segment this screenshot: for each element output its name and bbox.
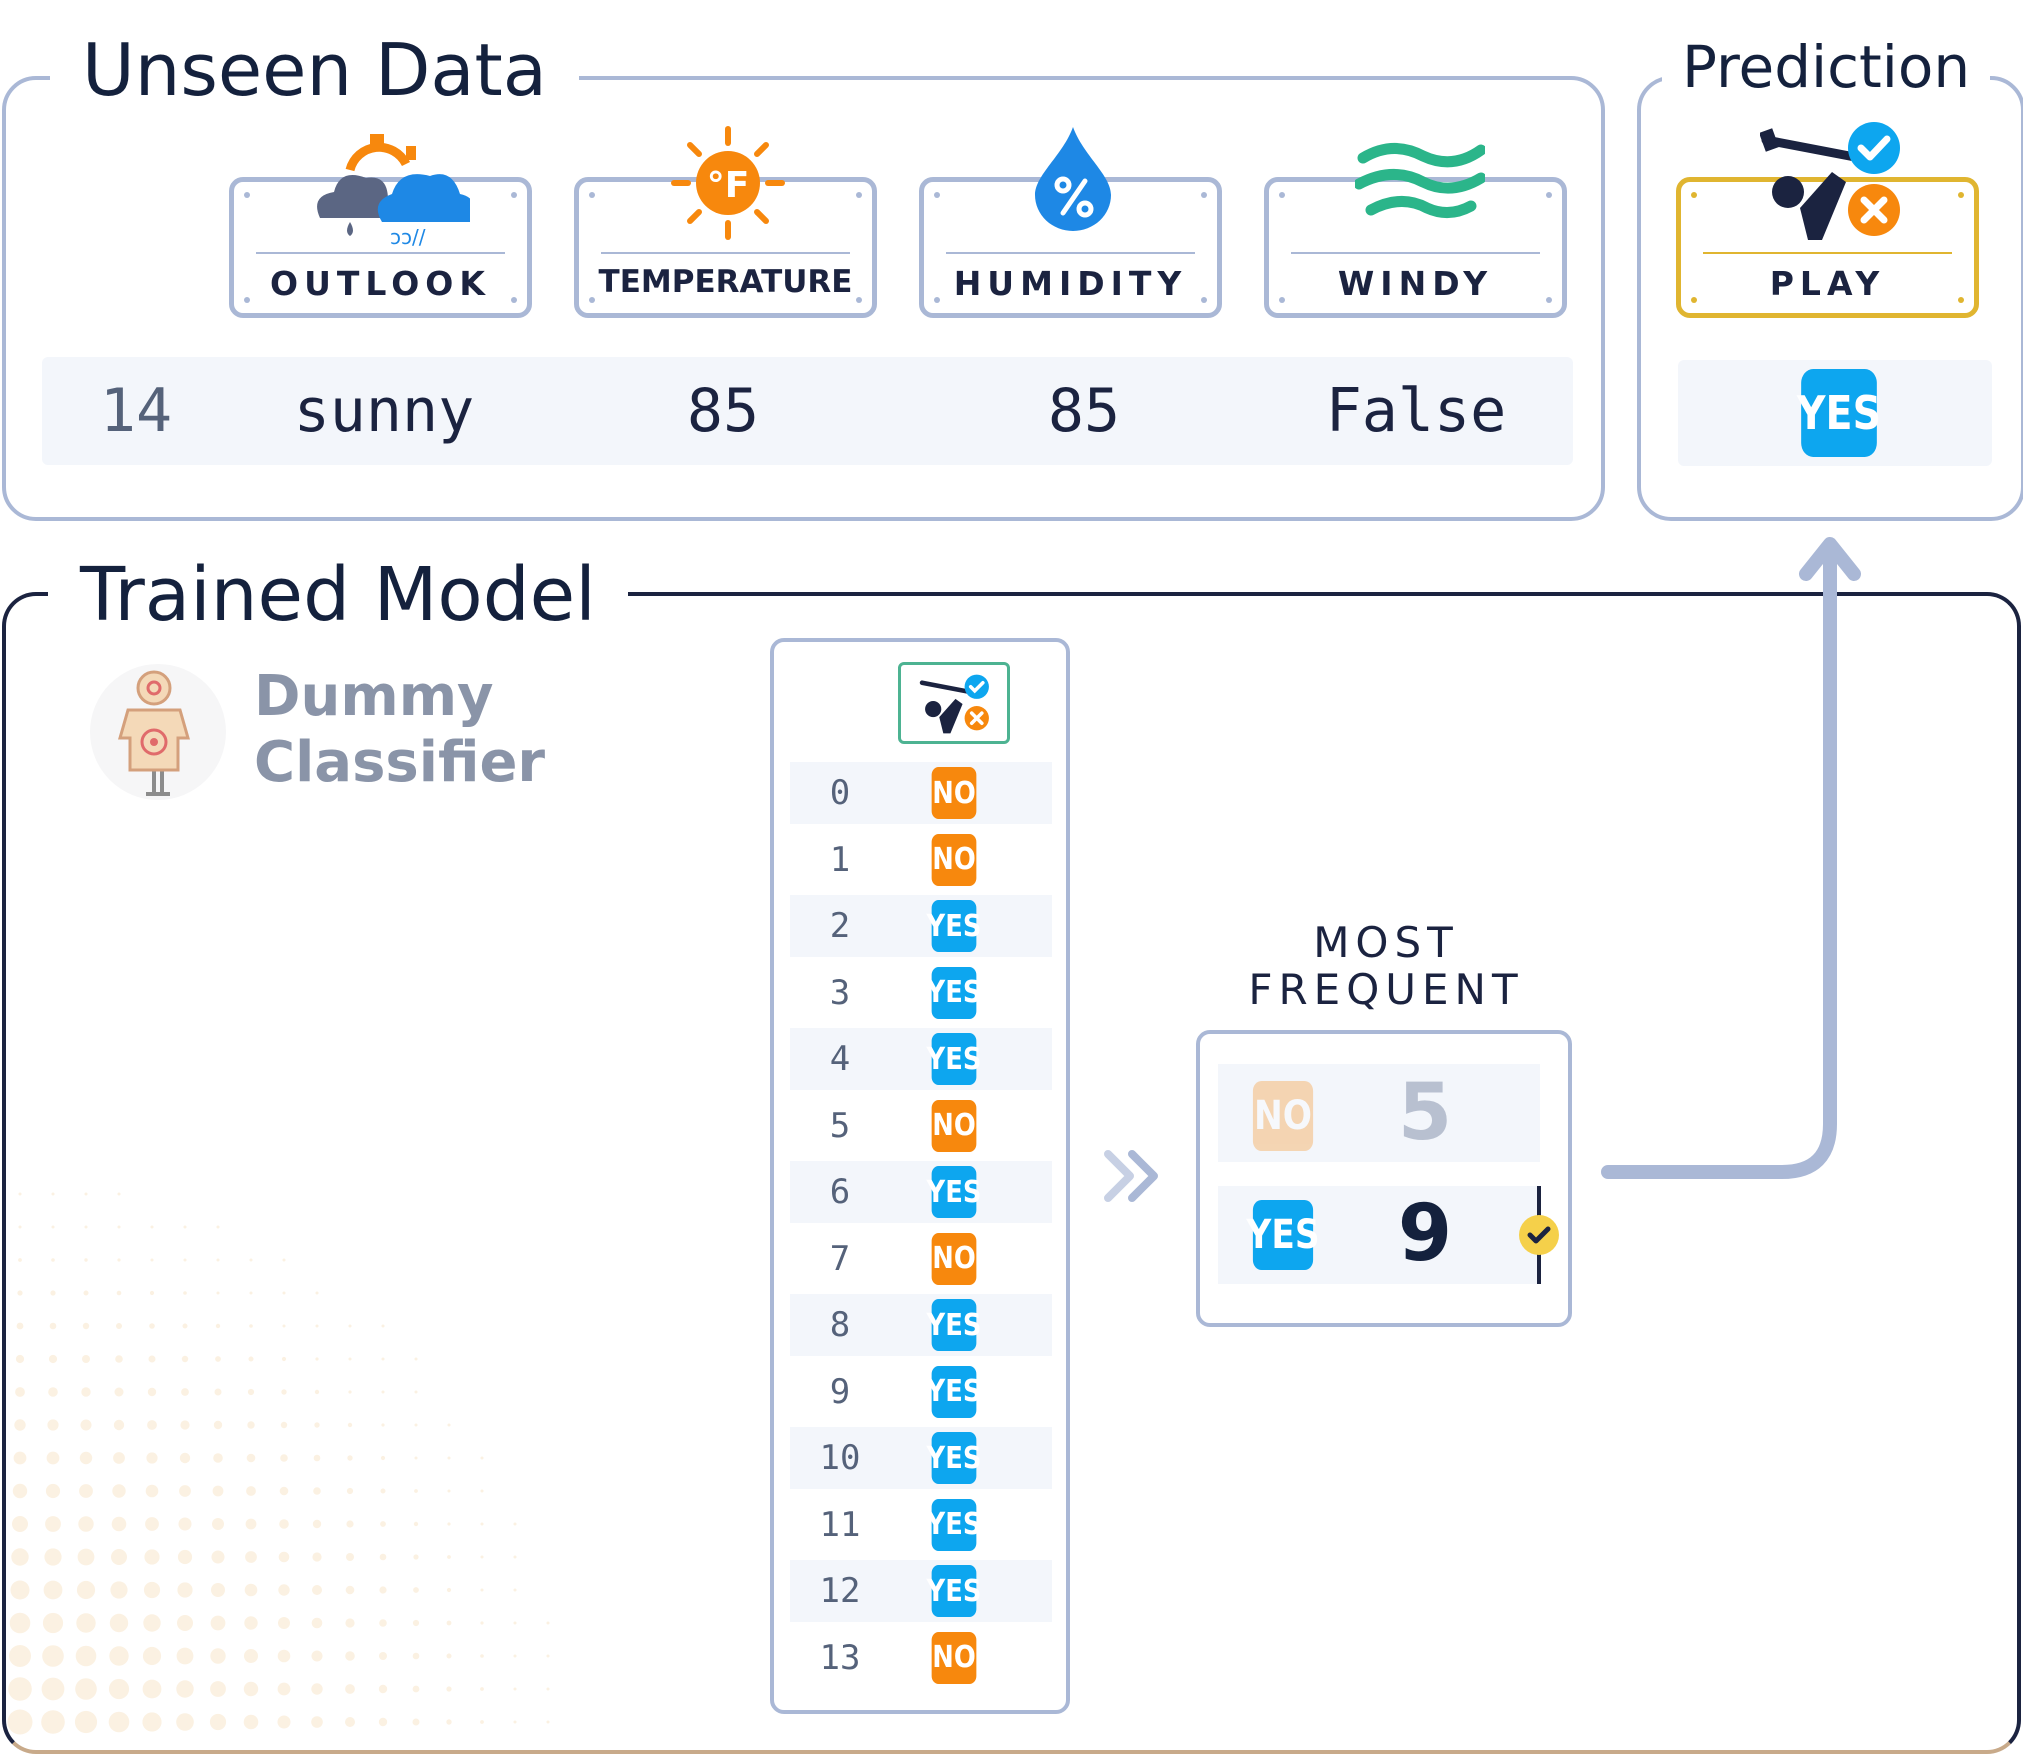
training-label-row: 2 YES	[790, 895, 1052, 957]
training-label-index: 10	[819, 1438, 861, 1478]
thermometer-sun-icon: °F	[671, 126, 785, 240]
training-label-index: 9	[829, 1371, 851, 1412]
training-label-row: 1 NO	[790, 829, 1052, 891]
training-label-row: 11 YES	[790, 1494, 1052, 1556]
svg-text:°F: °F	[707, 165, 750, 206]
training-label-badge: NO	[931, 1232, 977, 1285]
training-label-row: 3 YES	[790, 962, 1052, 1024]
row-outlook: sunny	[293, 376, 475, 446]
unseen-data-panel	[2, 76, 1605, 521]
training-label-index: 2	[829, 906, 851, 946]
training-label-index: 12	[819, 1571, 861, 1611]
selected-check-icon	[1519, 1215, 1559, 1255]
feature-label-humidity: HUMIDITY	[953, 264, 1188, 303]
training-label-badge: YES	[927, 1565, 981, 1617]
training-label-badge: NO	[931, 767, 977, 819]
svg-text:ↄↄ//: ↄↄ//	[390, 225, 426, 246]
training-label-index: 11	[819, 1504, 861, 1545]
most-frequent-label-line2: FREQUENT	[1248, 965, 1524, 1014]
count-row-no	[1218, 1064, 1540, 1162]
training-label-badge: YES	[927, 900, 981, 952]
training-label-index: 8	[829, 1305, 851, 1345]
unseen-data-title: Unseen Data	[50, 34, 579, 106]
flow-arrow	[1601, 537, 1861, 1179]
training-label-index: 6	[829, 1172, 851, 1212]
row-index: 14	[99, 376, 173, 446]
training-label-row: 8 YES	[790, 1294, 1052, 1356]
feature-label-temperature: TEMPERATURE	[598, 264, 853, 300]
prediction-value-badge: YES	[1797, 369, 1881, 457]
training-label-index: 1	[829, 839, 851, 880]
training-label-row: 7 NO	[790, 1228, 1052, 1290]
training-label-badge: NO	[931, 1099, 977, 1152]
training-label-badge: YES	[927, 1432, 981, 1484]
training-label-row: 6 YES	[790, 1161, 1052, 1223]
training-label-index: 3	[829, 972, 851, 1013]
row-windy: False	[1325, 376, 1507, 446]
training-label-row: 13 NO	[790, 1627, 1052, 1689]
count-label-yes: YES	[1246, 1200, 1320, 1270]
training-label-row: 5 NO	[790, 1095, 1052, 1157]
training-label-index: 0	[829, 773, 851, 813]
training-label-index: 7	[829, 1238, 851, 1279]
training-label-row: 12 YES	[790, 1560, 1052, 1622]
row-temperature: 85	[686, 376, 760, 446]
target-dummy-icon	[90, 664, 226, 800]
training-labels-panel	[770, 638, 1070, 1714]
training-target-icon-card	[898, 662, 1010, 744]
weather-icon: ↄↄ//	[317, 134, 470, 246]
training-label-badge: YES	[927, 1299, 981, 1351]
training-label-badge: NO	[931, 833, 977, 886]
count-label-no: NO	[1252, 1081, 1314, 1151]
feature-label-windy: WINDY	[1337, 264, 1494, 303]
golfer-check-cross-icon	[1760, 122, 1900, 240]
model-name-line1: Dummy	[254, 664, 494, 729]
golfer-check-cross-icon	[919, 674, 989, 734]
training-label-badge: YES	[927, 966, 981, 1019]
training-label-badge: YES	[927, 1166, 981, 1218]
training-label-badge: YES	[927, 1033, 981, 1085]
training-label-index: 4	[829, 1039, 851, 1079]
most-frequent-box	[1196, 1030, 1572, 1327]
trained-model-title: Trained Model	[48, 558, 628, 632]
prediction-title: Prediction	[1662, 38, 1991, 96]
training-label-index: 5	[829, 1105, 851, 1146]
training-label-row: 4 YES	[790, 1028, 1052, 1090]
prediction-target-label: PLAY	[1769, 264, 1886, 303]
most-frequent-label-line1: MOST	[1313, 918, 1459, 967]
training-label-index: 13	[819, 1637, 861, 1678]
wind-icon	[1355, 142, 1485, 218]
row-humidity: 85	[1047, 376, 1121, 446]
training-label-row: 0 NO	[790, 762, 1052, 824]
count-value-yes: 9	[1397, 1189, 1453, 1279]
decorative-dot-pattern	[7, 1192, 550, 1735]
unseen-data-row: 14 sunny 85 85 False	[42, 357, 1573, 465]
training-label-badge: YES	[927, 1365, 981, 1418]
feature-label-outlook: OUTLOOK	[270, 264, 491, 303]
training-label-badge: NO	[931, 1631, 977, 1684]
model-name-line2: Classifier	[254, 730, 546, 795]
double-chevron-icon	[1104, 1150, 1158, 1202]
humidity-drop-icon	[1035, 127, 1111, 231]
training-label-row: 10 YES	[790, 1427, 1052, 1489]
training-label-row: 9 YES	[790, 1361, 1052, 1423]
count-value-no: 5	[1397, 1068, 1453, 1158]
training-label-badge: YES	[927, 1498, 981, 1551]
